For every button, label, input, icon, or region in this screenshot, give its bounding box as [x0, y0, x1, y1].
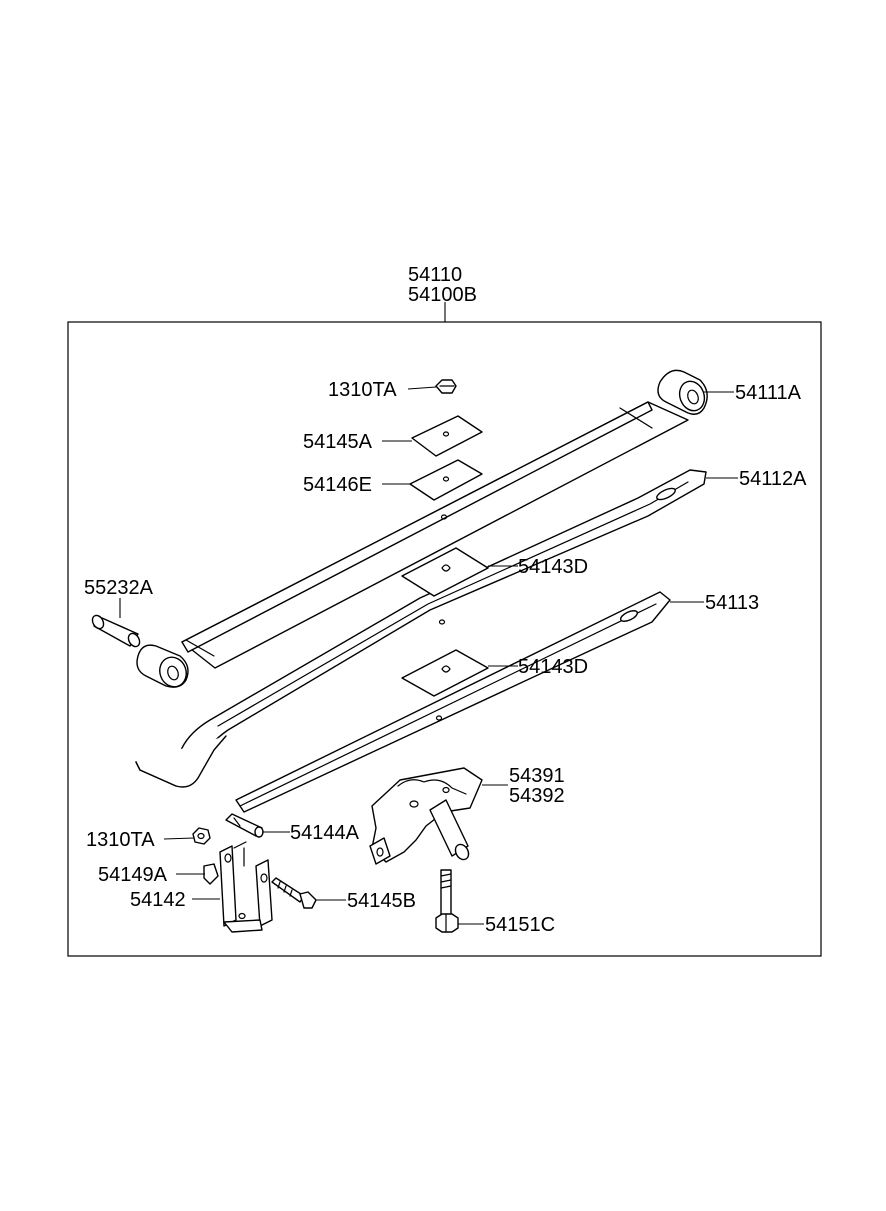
pad-upper [409, 459, 483, 501]
center-bolt [435, 869, 459, 933]
shackle-bolt [271, 877, 317, 909]
label-center-bolt: 54151C [485, 914, 555, 936]
pad-third [401, 649, 489, 697]
label-nut-top: 1310TA [328, 379, 397, 401]
label-shackle: 54142 [130, 889, 186, 911]
label-pad-second: 54143D [518, 556, 588, 578]
label-shackle-bushing: 54144A [290, 822, 360, 844]
shackle [219, 841, 273, 933]
label-spring-seat-right: 54392 [509, 785, 565, 807]
third-leaf [235, 591, 671, 813]
label-third-leaf: 54113 [705, 592, 759, 614]
assembly-part-number: 54110 [408, 264, 462, 286]
label-plate-upper: 54145A [303, 431, 373, 453]
label-nut-shackle: 1310TA [86, 829, 155, 851]
bushing [91, 614, 141, 648]
pad-second [401, 547, 489, 597]
shackle-bushing [225, 813, 264, 838]
label-pad-upper: 54146E [303, 474, 372, 496]
label-pad-third: 54143D [518, 656, 588, 678]
leader-lines [119, 386, 738, 925]
nut-top [435, 379, 457, 394]
label-bushing: 55232A [84, 577, 154, 599]
assembly-alt-number: 54100B [408, 284, 477, 306]
nut-shackle [192, 827, 211, 845]
shackle-clip [203, 863, 219, 885]
label-shackle-bolt: 54145B [347, 890, 416, 912]
assembly-frame [67, 321, 822, 957]
second-leaf [135, 469, 707, 788]
spring-seat [369, 767, 483, 865]
label-main-leaf: 54111A [735, 382, 802, 404]
label-shackle-clip: 54149A [98, 864, 168, 886]
main-leaf [136, 369, 708, 688]
label-second-leaf: 54112A [739, 468, 807, 490]
label-spring-seat-left: 54391 [509, 765, 565, 787]
